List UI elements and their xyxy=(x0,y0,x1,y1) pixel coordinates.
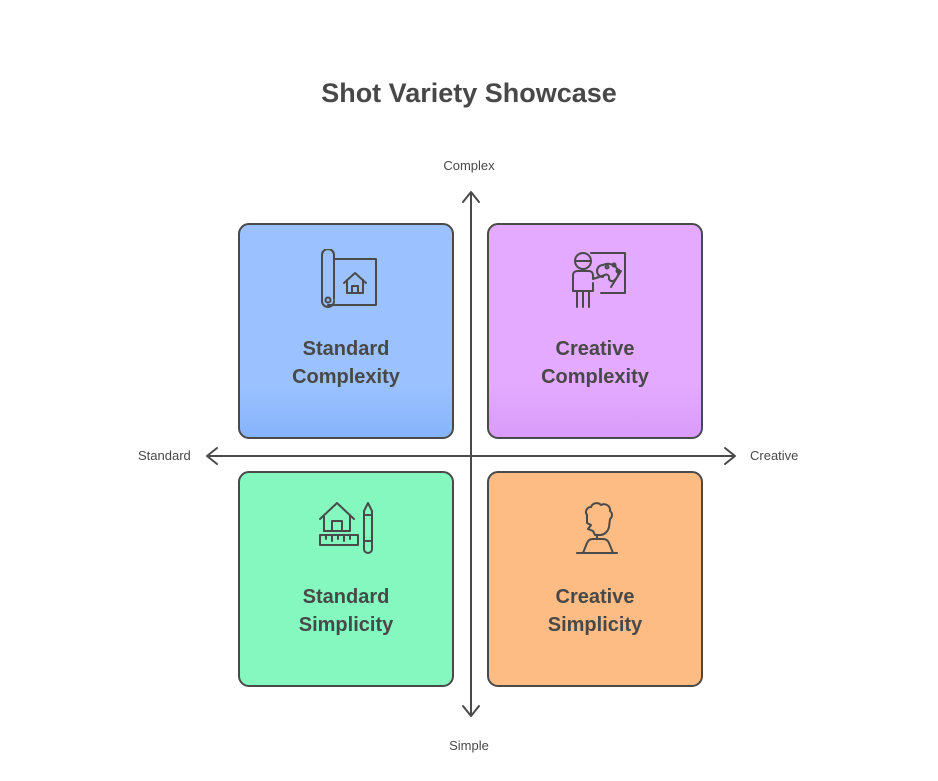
axis-arrow-down-icon xyxy=(462,705,480,717)
axis-label-right: Creative xyxy=(750,448,799,463)
quadrant-label: Creative Simplicity xyxy=(547,586,643,636)
quadrant-creative-simplicity: Creative Simplicity xyxy=(487,471,703,687)
axis-arrow-up-icon xyxy=(462,191,480,203)
quadrant-standard-complexity: Standard Complexity xyxy=(238,223,454,439)
quadrant-creative-complexity: Creative Complexity xyxy=(487,223,703,439)
axis-label-top: Complex xyxy=(443,158,495,173)
blueprint-house-icon xyxy=(321,249,377,308)
house-ruler-pencil-icon xyxy=(319,502,373,554)
diagram-title: Shot Variety Showcase xyxy=(321,78,617,108)
quadrant-label: Standard Simplicity xyxy=(298,586,394,636)
quadrant-label: Creative Complexity xyxy=(541,338,649,388)
painter-easel-icon xyxy=(572,252,626,308)
axis-arrow-left-icon xyxy=(206,447,218,465)
axis-label-left: Standard xyxy=(138,448,191,463)
bust-sculpture-icon xyxy=(576,502,618,554)
axis-arrow-right-icon xyxy=(724,447,736,465)
quadrant-label: Standard Complexity xyxy=(292,338,400,388)
quadrant-standard-simplicity: Standard Simplicity xyxy=(238,471,454,687)
axis-label-bottom: Simple xyxy=(449,738,489,753)
